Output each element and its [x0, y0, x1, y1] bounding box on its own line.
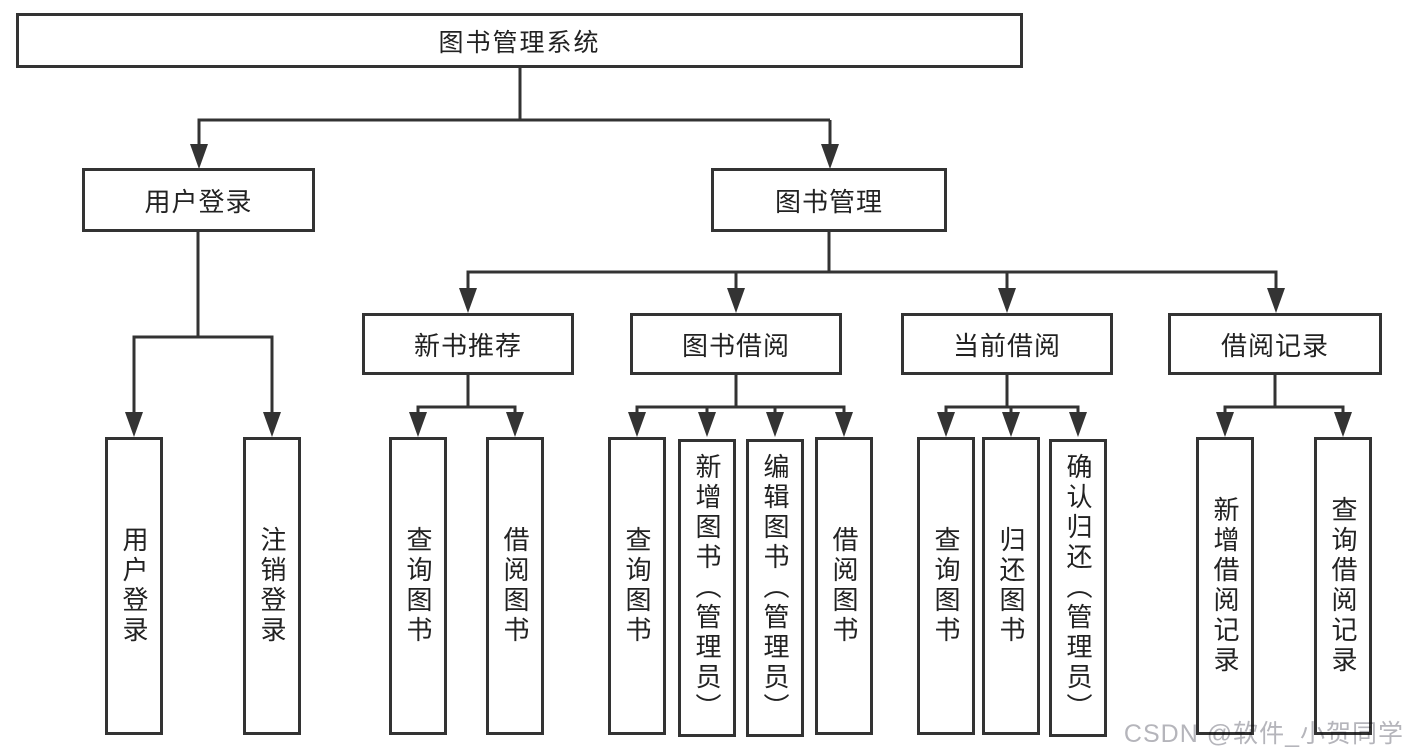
node-book-borrowing-label: 图书借阅 — [681, 330, 790, 361]
node-current-borrowing-label: 当前借阅 — [952, 330, 1061, 361]
node-new-book-recommend-label: 新书推荐 — [413, 330, 522, 361]
leaf-query-books-recommend: 查询图书 — [389, 437, 447, 735]
leaf-query-books-borrowing-label: 查询图书 — [622, 526, 652, 646]
leaf-user-login-label: 用户登录 — [119, 526, 149, 646]
leaf-user-login: 用户登录 — [105, 437, 163, 735]
leaf-query-books-current-label: 查询图书 — [931, 526, 961, 646]
node-book-management-label: 图书管理 — [774, 186, 883, 217]
leaf-add-borrow-record: 新增借阅记录 — [1196, 437, 1254, 735]
leaf-add-books-admin-label: 新增图书（管理员） — [692, 453, 722, 723]
leaf-logout-label: 注销登录 — [257, 526, 287, 646]
leaf-add-borrow-record-label: 新增借阅记录 — [1210, 496, 1240, 676]
leaf-query-books-recommend-label: 查询图书 — [403, 526, 433, 646]
node-book-management: 图书管理 — [711, 168, 947, 232]
node-borrow-records-label: 借阅记录 — [1220, 330, 1329, 361]
leaf-edit-books-admin-label: 编辑图书（管理员） — [760, 453, 790, 723]
leaf-query-borrow-record-label: 查询借阅记录 — [1328, 496, 1358, 676]
leaf-query-borrow-record: 查询借阅记录 — [1314, 437, 1372, 735]
leaf-borrow-books-borrowing: 借阅图书 — [815, 437, 873, 735]
node-root: 图书管理系统 — [16, 13, 1023, 68]
leaf-add-books-admin: 新增图书（管理员） — [678, 439, 736, 737]
leaf-query-books-current: 查询图书 — [917, 437, 975, 735]
leaf-return-books: 归还图书 — [982, 437, 1040, 735]
csdn-watermark: CSDN @软件_小贺同学 — [1123, 720, 1404, 747]
leaf-logout: 注销登录 — [243, 437, 301, 735]
leaf-borrow-books-recommend-label: 借阅图书 — [500, 526, 530, 646]
node-root-label: 图书管理系统 — [438, 28, 601, 57]
node-borrow-records: 借阅记录 — [1168, 313, 1382, 375]
leaf-query-books-borrowing: 查询图书 — [608, 437, 666, 735]
arrowheads — [125, 144, 1352, 437]
leaf-borrow-books-recommend: 借阅图书 — [486, 437, 544, 735]
node-current-borrowing: 当前借阅 — [901, 313, 1113, 375]
leaf-borrow-books-borrowing-label: 借阅图书 — [829, 526, 859, 646]
leaf-confirm-return-admin: 确认归还（管理员） — [1049, 439, 1107, 737]
node-user-login: 用户登录 — [82, 168, 315, 232]
node-user-login-label: 用户登录 — [144, 186, 253, 217]
node-new-book-recommend: 新书推荐 — [362, 313, 574, 375]
leaf-edit-books-admin: 编辑图书（管理员） — [746, 439, 804, 737]
leaf-return-books-label: 归还图书 — [996, 526, 1026, 646]
node-book-borrowing: 图书借阅 — [630, 313, 842, 375]
leaf-confirm-return-admin-label: 确认归还（管理员） — [1063, 453, 1093, 723]
